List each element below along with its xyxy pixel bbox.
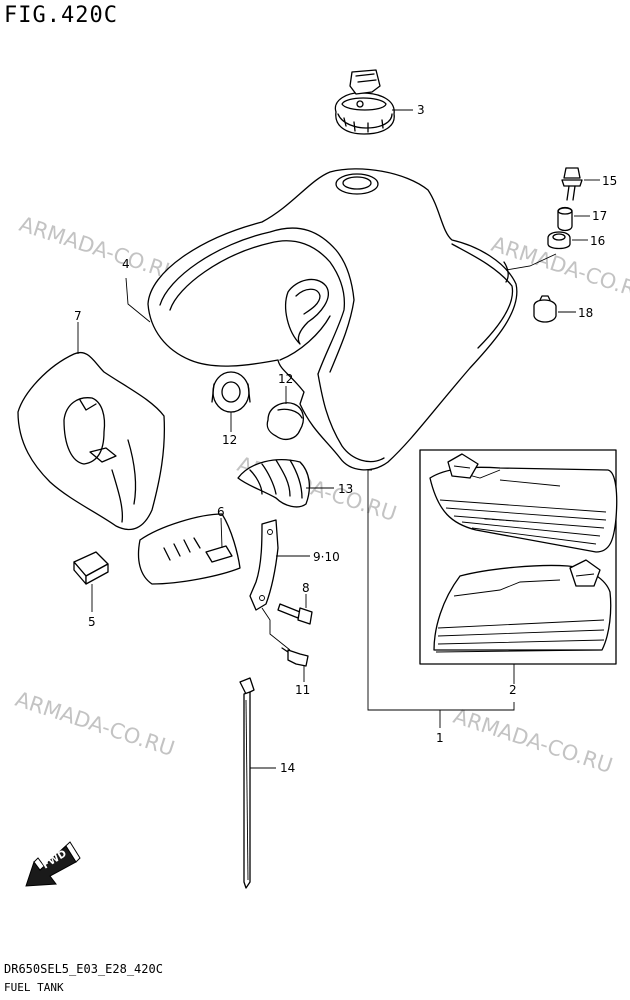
callout-16: 16 <box>590 234 605 248</box>
assembly-bracket-1 <box>367 469 515 728</box>
svg-text:—————: ————— <box>484 515 519 525</box>
callout-labels: 1 2 3 4 5 7 6 8 9·10 11 12 12 13 14 15 1… <box>74 103 617 775</box>
cushion-part-upper <box>211 371 251 432</box>
watermark-text: ARMADA-CO.RU <box>450 704 615 778</box>
model-code: DR650SEL5_E03_E28_420C <box>4 962 163 976</box>
bolt-part-11 <box>281 647 309 682</box>
screw-part-15 <box>561 167 600 201</box>
callout-1: 1 <box>436 731 444 745</box>
callout-13: 13 <box>338 482 353 496</box>
cable-tie-part <box>239 677 276 889</box>
tank-graphics-part: ————— <box>419 449 618 684</box>
callout-3: 3 <box>417 103 425 117</box>
cushion-part-18 <box>533 295 576 323</box>
callout-2: 2 <box>509 683 517 697</box>
cushion-part-lower <box>266 386 305 441</box>
collar-part-17 <box>557 206 590 232</box>
callout-15: 15 <box>602 174 617 188</box>
callout-18: 18 <box>578 306 593 320</box>
forward-direction-arrow: FWD <box>25 841 81 887</box>
watermark-text: ARMADA-CO.RU <box>12 687 177 761</box>
bolt-part-8 <box>277 594 313 625</box>
small-block-part <box>73 551 109 612</box>
side-cover-part <box>17 322 166 531</box>
section-name: FUEL TANK <box>4 981 64 994</box>
fuel-tank-body-part <box>125 168 518 471</box>
callout-12-lower: 12 <box>278 372 293 386</box>
callout-6: 6 <box>217 505 225 519</box>
callout-11: 11 <box>295 683 310 697</box>
figure-title: FIG.420C <box>4 3 118 28</box>
grommet-part-16 <box>505 231 588 271</box>
callout-9-10: 9·10 <box>313 550 340 564</box>
damper-part <box>237 459 334 508</box>
watermark-text: ARMADA-CO.RU <box>16 212 181 286</box>
lower-tray-part <box>137 513 241 585</box>
callout-7: 7 <box>74 309 82 323</box>
callout-4: 4 <box>122 257 130 271</box>
callout-12-upper: 12 <box>222 433 237 447</box>
callout-5: 5 <box>88 615 96 629</box>
bracket-part <box>249 519 310 651</box>
callout-17: 17 <box>592 209 607 223</box>
callout-14: 14 <box>280 761 295 775</box>
callout-8: 8 <box>302 581 310 595</box>
fuel-cap-part <box>334 69 413 135</box>
